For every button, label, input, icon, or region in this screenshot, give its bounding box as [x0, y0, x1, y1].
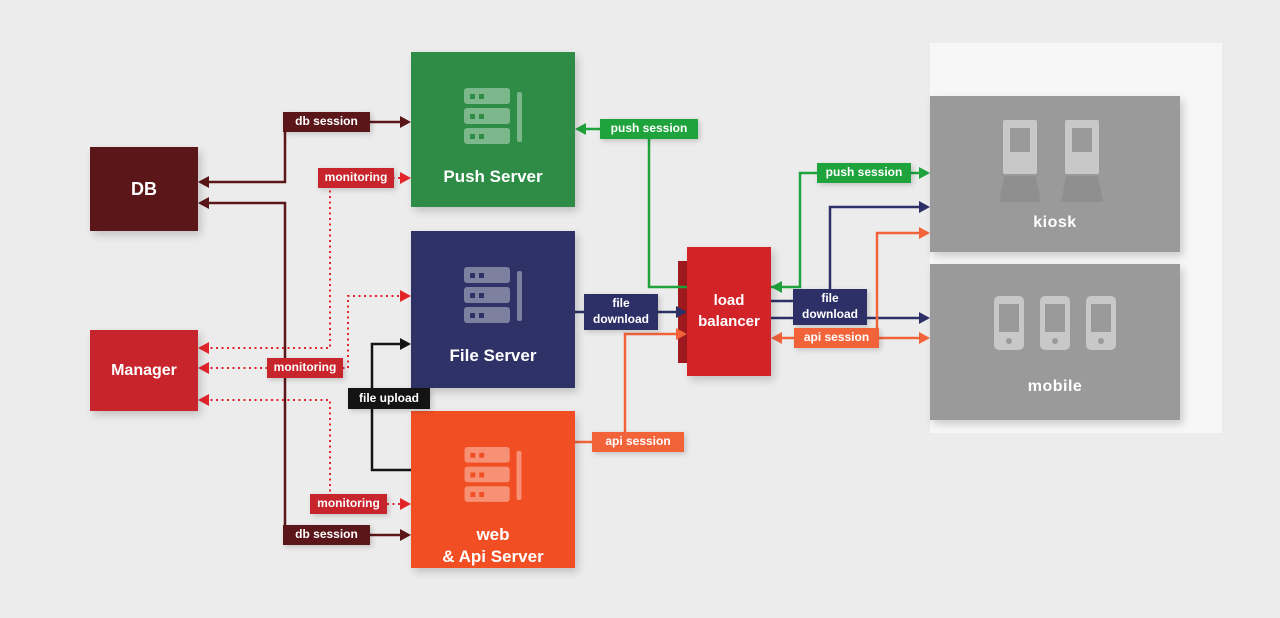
- node-web-api-server-label-line1: web: [476, 524, 510, 544]
- server-rack-icon: [464, 88, 522, 144]
- edge-label-file-download-right: file download: [793, 289, 867, 325]
- edge-label-api-session-left: api session: [592, 432, 684, 452]
- node-web-api-server-label: web & Api Server: [442, 524, 543, 568]
- node-push-server-label: Push Server: [443, 167, 543, 186]
- kiosk-icon: [1061, 120, 1103, 202]
- node-db-label: DB: [131, 178, 157, 199]
- mobile-icon: [994, 296, 1024, 350]
- file-download-arrowheads: [676, 201, 930, 324]
- edge-label-line: download: [802, 307, 858, 321]
- edge-label-push-session-left: push session: [600, 119, 698, 139]
- node-load-balancer-label: load balancer: [698, 291, 760, 332]
- server-rack-leds: [470, 273, 484, 318]
- server-rack-rows: [464, 88, 522, 144]
- edge-label-api-session-right: api session: [794, 328, 879, 348]
- node-file-server: File Server: [411, 231, 575, 388]
- node-web-api-server: web & Api Server: [411, 411, 575, 568]
- edge-label-line: file: [612, 296, 630, 311]
- edge-label-db-session-top: db session: [283, 112, 370, 132]
- server-rack-leds: [470, 452, 485, 498]
- mobile-icon: [1040, 296, 1070, 350]
- push-session-arrowheads: [575, 123, 930, 293]
- kiosk-icon: [999, 120, 1041, 202]
- node-load-balancer: load balancer: [687, 247, 771, 376]
- mobile-icon: [1086, 296, 1116, 350]
- node-push-server: Push Server: [411, 52, 575, 207]
- kiosk-icons: [999, 120, 1103, 202]
- file-upload-arrowhead: [400, 338, 411, 350]
- monitoring-arrowheads: [198, 172, 411, 510]
- edge-label-push-session-right: push session: [817, 163, 911, 183]
- node-kiosk: kiosk: [930, 96, 1180, 252]
- node-file-server-label: File Server: [449, 346, 537, 365]
- node-manager: Manager: [90, 330, 198, 411]
- edge-label-file-upload: file upload: [348, 388, 430, 409]
- server-rack-icon: [464, 446, 522, 502]
- edge-label-line: download: [593, 312, 649, 326]
- server-rack-rows: [464, 267, 522, 323]
- node-mobile-label: mobile: [1027, 378, 1083, 395]
- mobile-icons: [994, 296, 1116, 350]
- edge-label-monitoring-web: monitoring: [310, 494, 387, 514]
- node-mobile: mobile: [930, 264, 1180, 420]
- server-rack-icon: [464, 267, 522, 323]
- edge-label-db-session-bottom: db session: [283, 525, 370, 545]
- node-db: DB: [90, 147, 198, 231]
- server-rack-rows: [464, 446, 522, 502]
- node-load-balancer-label-line1: load: [713, 292, 745, 310]
- server-rack-leds: [470, 94, 484, 139]
- node-manager-label: Manager: [111, 361, 177, 379]
- api-session-arrowheads: [676, 227, 930, 344]
- node-web-api-server-label-line2: & Api Server: [442, 546, 544, 566]
- edge-label-line: file: [821, 291, 839, 306]
- edge-label-monitoring-file: monitoring: [267, 358, 343, 378]
- db-session-arrowheads: [198, 116, 411, 541]
- node-kiosk-label: kiosk: [1033, 214, 1077, 231]
- edge-label-file-download-left: file download: [584, 294, 658, 330]
- edge-label-monitoring-push: monitoring: [318, 168, 394, 188]
- node-load-balancer-label-line2: balancer: [698, 312, 760, 330]
